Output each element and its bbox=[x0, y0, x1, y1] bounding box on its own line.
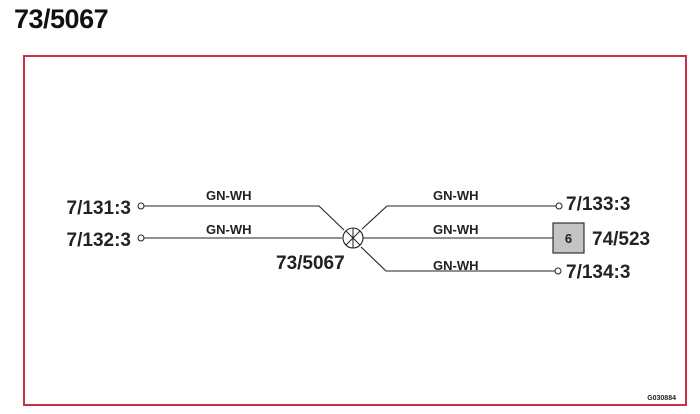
wire-label-left-bottom: GN-WH bbox=[206, 222, 252, 237]
connector-label-left-top: 7/131:3 bbox=[67, 198, 131, 219]
wire-label-right-bottom: GN-WH bbox=[433, 258, 479, 273]
terminal-right-bottom bbox=[554, 267, 562, 275]
wire-label-left-top: GN-WH bbox=[206, 188, 252, 203]
wire-right-bottom bbox=[360, 246, 555, 272]
terminal-left-bottom bbox=[137, 234, 145, 242]
diagram-frame bbox=[23, 55, 687, 406]
wire-left-top bbox=[144, 205, 345, 231]
splice-point-icon bbox=[342, 227, 364, 249]
wire-label-right-top: GN-WH bbox=[433, 188, 479, 203]
wire-right-top bbox=[361, 205, 556, 230]
splice-label: 73/5067 bbox=[276, 253, 345, 274]
terminal-left-top bbox=[137, 202, 145, 210]
connector-label-left-bottom: 7/132:3 bbox=[67, 230, 131, 251]
connector-label-right-middle: 74/523 bbox=[592, 229, 650, 250]
connector-box-number: 6 bbox=[565, 231, 572, 246]
wire-label-right-middle: GN-WH bbox=[433, 222, 479, 237]
terminal-right-top bbox=[555, 202, 563, 210]
connector-box bbox=[552, 222, 585, 254]
figure-code: G030884 bbox=[647, 395, 676, 402]
connector-label-right-bottom: 7/134:3 bbox=[566, 262, 630, 283]
connector-label-right-top: 7/133:3 bbox=[566, 194, 630, 215]
page-title: 73/5067 bbox=[14, 4, 109, 34]
